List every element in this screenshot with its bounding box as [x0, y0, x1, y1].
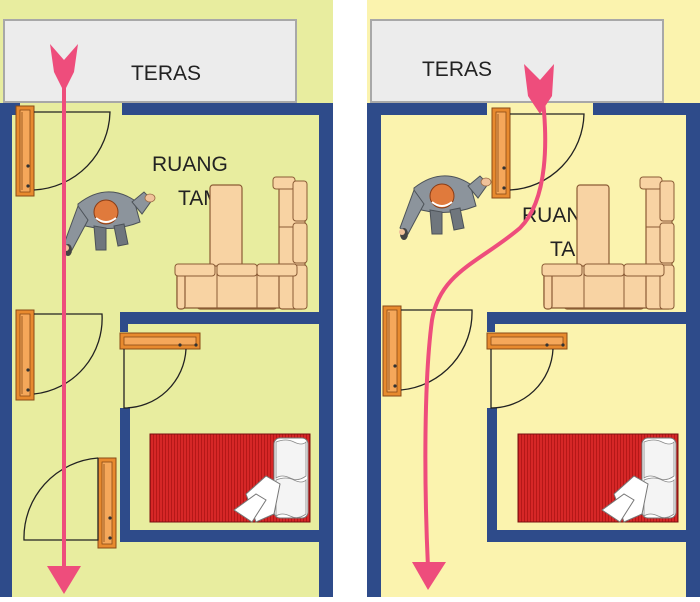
walls — [367, 103, 700, 597]
entrance-door-icon — [491, 107, 585, 199]
bed-icon — [149, 433, 311, 523]
entrance-door-icon — [15, 105, 111, 197]
side-door-icon — [382, 305, 473, 397]
walk-path-arrow — [412, 64, 554, 590]
bedroom-door-icon — [119, 332, 201, 409]
living-room-label-line1: RUANG — [152, 153, 228, 176]
floorplan-panel-right: TERAS RUANG TAMU — [367, 0, 700, 597]
floorplan-panel-left: TERAS RUANG — [0, 0, 333, 597]
walls — [0, 103, 333, 597]
walk-path-arrow — [47, 44, 81, 594]
side-door-icon — [15, 309, 103, 401]
terrace-area — [370, 19, 664, 103]
terrace-area — [3, 19, 297, 103]
bed-icon — [517, 433, 679, 523]
back-door-icon — [23, 457, 117, 549]
terrace-label: TERAS — [131, 62, 201, 85]
terrace-label: TERAS — [422, 58, 492, 81]
bedroom-door-icon — [486, 332, 568, 409]
